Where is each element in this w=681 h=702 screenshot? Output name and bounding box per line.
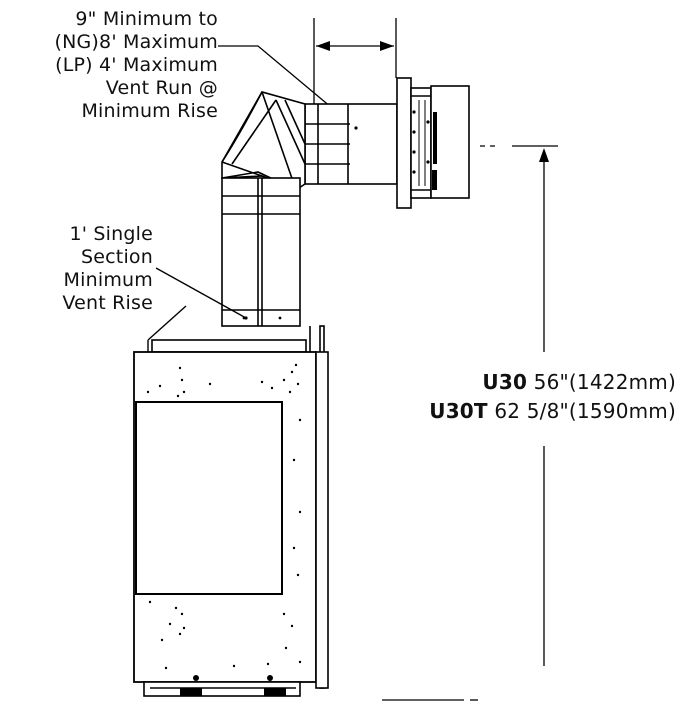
single-section-line: Minimum [63,269,153,291]
model-name: U30T [429,399,488,423]
firebox-glass [135,401,283,595]
single-section-label: 1' Single Section Minimum Vent Rise [62,223,153,315]
vent-run-leader [218,45,357,129]
height-value: 56"(1422mm) [533,370,676,394]
vent-run-line: 9" Minimum to [75,8,218,30]
height-row-u30: U30 56"(1422mm) [420,368,681,397]
vent-run-line: Vent Run @ [105,77,218,99]
elbow [221,91,306,191]
height-dimension [382,145,558,701]
vent-run-label: 9" Minimum to (NG)8' Maximum (LP) 4' Max… [54,8,218,123]
vertical-vent-pipe [221,177,301,327]
speckles [146,363,302,670]
single-section-line: 1' Single [69,223,153,245]
height-label: U30 56"(1422mm) U30T 62 5/8"(1590mm) [420,368,681,426]
single-section-leader [155,267,247,319]
single-section-line: Section [81,246,153,268]
height-row-u30t: U30T 62 5/8"(1590mm) [420,397,681,426]
top-dimension [313,18,397,108]
fireplace-unit [133,305,329,697]
height-value: 62 5/8"(1590mm) [494,399,676,423]
horizontal-vent-pipe [304,103,398,185]
single-section-line: Vent Rise [62,292,153,314]
termination-cap [396,77,470,209]
vent-run-line: (NG)8' Maximum [54,31,218,53]
model-name: U30 [482,370,528,394]
vent-run-line: (LP) 4' Maximum [55,54,218,76]
vent-run-line: Minimum Rise [81,100,218,122]
